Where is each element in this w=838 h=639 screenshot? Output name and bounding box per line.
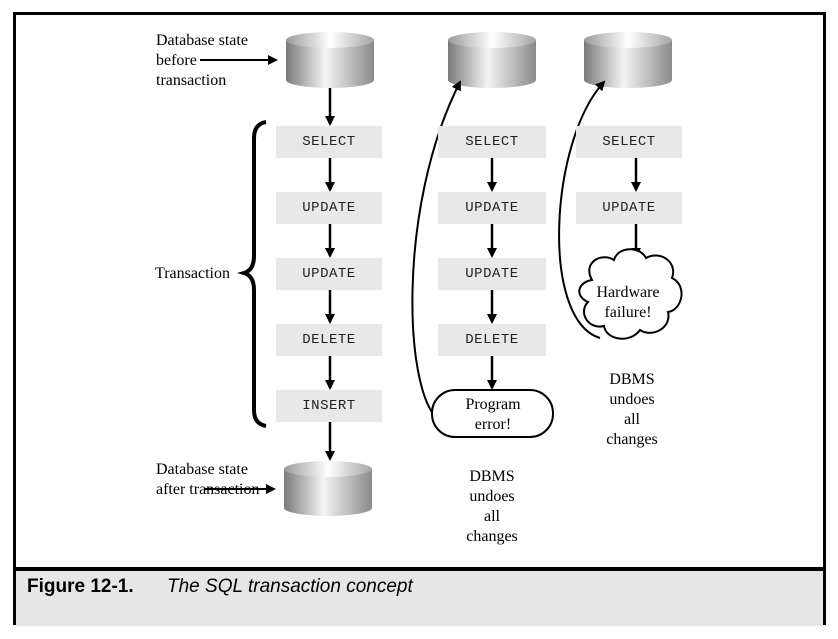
dbms-undo-label-program-error: DBMS undoes all changes <box>466 468 518 545</box>
col2-step-delete: DELETE <box>438 324 546 356</box>
hardware-failure-rollback-arrow <box>558 80 606 339</box>
col1-step-insert: INSERT <box>276 390 382 422</box>
col1-step-select: SELECT <box>276 126 382 158</box>
col1-step-delete: DELETE <box>276 324 382 356</box>
transaction-brace <box>237 120 267 428</box>
caption-bar <box>16 567 823 626</box>
figure-label: Figure 12-1. <box>27 576 134 597</box>
dbms-undo-label-hardware-failure: DBMS undoes all changes <box>606 371 658 448</box>
db-after-label: Database state after transaction <box>156 461 260 498</box>
col2-step-update-2: UPDATE <box>438 258 546 290</box>
program-error-box <box>431 389 554 438</box>
hardware-failure-label: Hardware failure! <box>596 284 660 321</box>
figure-frame <box>13 12 826 625</box>
transaction-label: Transaction <box>155 265 230 282</box>
figure-title: The SQL transaction concept <box>167 576 413 597</box>
program-error-label: Program error! <box>465 396 521 433</box>
hardware-failure-cloud <box>578 248 683 340</box>
database-before-icon <box>286 32 374 88</box>
label-pointer-arrows <box>200 55 278 494</box>
col1-step-update-2: UPDATE <box>276 258 382 290</box>
database-col3-icon <box>584 32 672 88</box>
col2-step-update-1: UPDATE <box>438 192 546 224</box>
database-after-icon <box>284 461 372 516</box>
db-before-label: Database state before transaction <box>156 32 248 89</box>
database-col2-icon <box>448 32 536 88</box>
col2-step-select: SELECT <box>438 126 546 158</box>
col3-step-select: SELECT <box>576 126 682 158</box>
program-error-rollback-arrow <box>411 80 461 421</box>
col3-step-update: UPDATE <box>576 192 682 224</box>
col1-step-update-1: UPDATE <box>276 192 382 224</box>
